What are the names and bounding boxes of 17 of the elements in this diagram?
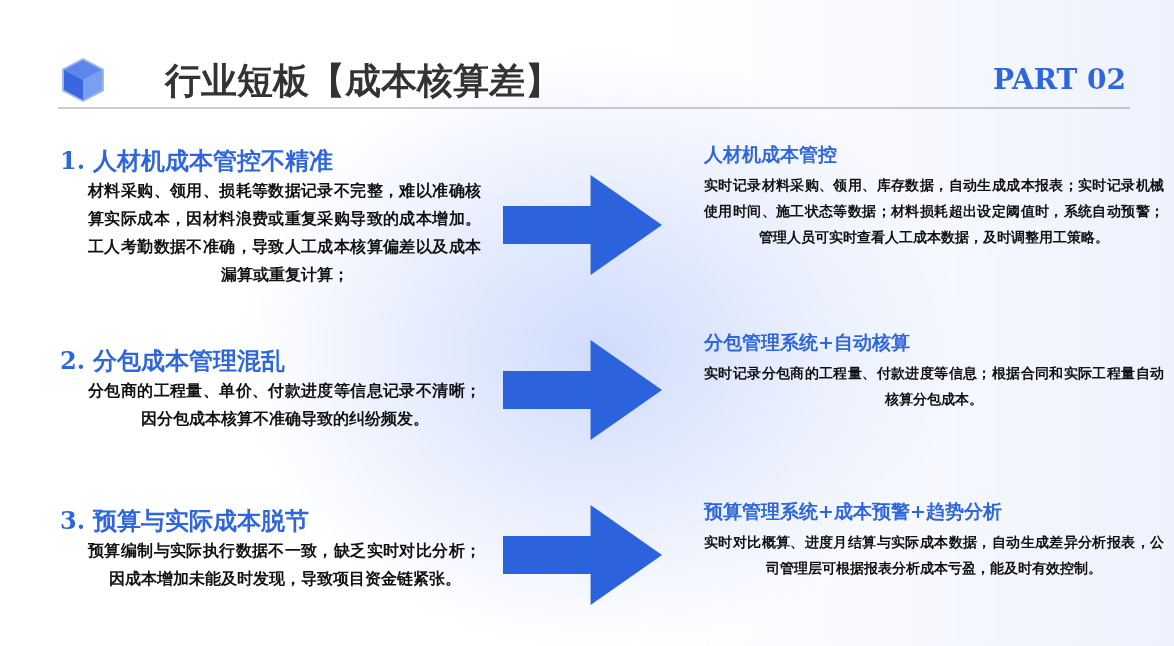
item-description: 实时记录材料采购、领用、库存数据，自动生成成本报表；实时记录机械使用时间、施工状态等数据；材料损耗超出设定阈值时，系统自动预警；管理人员可实时查看人工成本数据，及时调整用工策略。: [704, 176, 1164, 247]
part-label: PART 02: [992, 62, 1126, 98]
item-description: 预算编制与实际执行数据不一致，缺乏实时对比分析；因成本增加未能及时发现，导致项目资金链紧张。: [88, 540, 481, 590]
item-description: 实时对比概算、进度月结算与实际成本数据，自动生成差异分析报表，公司管理层可根据报表分析成本亏盈，能及时有效控制。: [704, 533, 1164, 578]
block-arrow: [503, 505, 662, 605]
slide-title: 行业短板【成本核算差】: [165, 58, 561, 103]
item-heading: 人材机成本管控: [704, 142, 838, 167]
item-heading: 3. 预算与实际成本脱节: [60, 505, 311, 537]
block-arrow: [503, 340, 662, 440]
item-heading: 1. 人材机成本管控不精准: [60, 145, 335, 177]
item-heading: 分包管理系统+自动核算: [704, 330, 911, 355]
item-heading: 预算管理系统+成本预警+趋势分析: [704, 499, 1003, 524]
item-description: 分包商的工程量、单价、付款进度等信息记录不清晰；因分包成本核算不准确导致的纠纷频发。: [88, 380, 481, 430]
block-arrow: [503, 175, 662, 275]
item-heading: 2. 分包成本管理混乱: [60, 345, 287, 377]
item-description: 实时记录分包商的工程量、付款进度等信息；根据合同和实际工程量自动核算分包成本。: [704, 364, 1164, 409]
item-description: 材料采购、领用、损耗等数据记录不完整，难以准确核算实际成本，因材料浪费或重复采购导致的成本增加。工人考勤数据不准确，导致人工成本核算偏差以及成本漏算或重复计算；: [88, 180, 481, 286]
